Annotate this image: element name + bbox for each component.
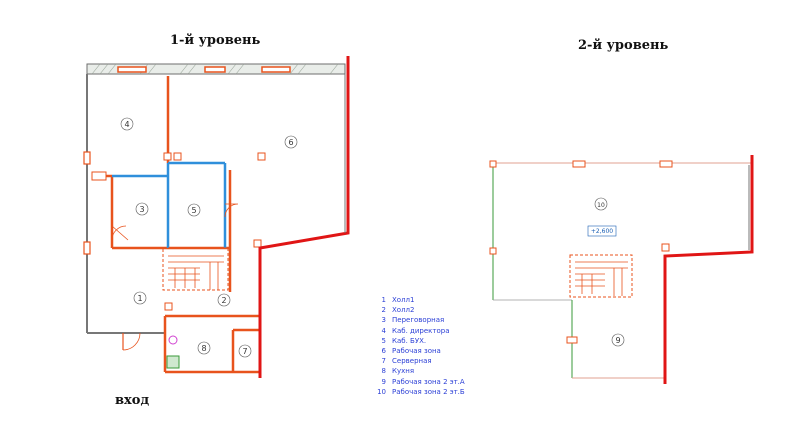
l2-room10-circle xyxy=(594,197,608,211)
l1-room6-text: 6 xyxy=(288,138,293,147)
l1-room3-circle xyxy=(135,202,149,216)
l2-room10-label: 10 xyxy=(594,197,608,211)
l2-staircase xyxy=(569,254,633,298)
l2-room10-text: 10 xyxy=(597,202,605,209)
legend-row: 9 Рабочая зона 2 эт.А xyxy=(372,377,482,387)
l2-elevation-text: +2,600 xyxy=(591,228,613,235)
level2-title: 2-й уровень xyxy=(578,38,669,53)
l2-room9-text: 9 xyxy=(615,336,620,345)
legend-num: 9 xyxy=(381,377,386,386)
legend-name: Рабочая зона xyxy=(392,347,441,356)
l1-room3-label: 3 xyxy=(135,202,149,216)
l1-door-room3 xyxy=(111,225,129,241)
l2-elevation-box xyxy=(587,225,617,237)
entrance-label: вход xyxy=(115,393,150,408)
l1-exterior-red-wall xyxy=(258,56,350,378)
legend-name: Холл2 xyxy=(392,306,415,315)
l1-room6-circle xyxy=(284,135,298,149)
l1-room2-circle xyxy=(217,293,231,307)
l1-room4-text: 4 xyxy=(124,120,129,129)
l1-room3-text: 3 xyxy=(139,205,144,214)
legend-row: 2 Холл2 xyxy=(372,305,482,315)
l1-door-room5 xyxy=(224,203,239,218)
l1-room7-text: 7 xyxy=(242,347,247,356)
l1-kitchen-fixture xyxy=(166,355,180,369)
l1-room1-text: 1 xyxy=(137,294,142,303)
legend-num: 8 xyxy=(381,367,386,376)
l1-window-2 xyxy=(204,66,226,73)
legend-name: Каб. БУХ. xyxy=(392,336,427,345)
legend-num: 1 xyxy=(381,296,386,304)
legend-num: 10 xyxy=(377,387,386,396)
legend-row: 7 Серверная xyxy=(372,356,482,366)
legend-num: 4 xyxy=(381,326,386,335)
l1-sink xyxy=(168,335,178,345)
l1-left-window-2 xyxy=(83,241,91,255)
legend-num: 6 xyxy=(381,347,386,356)
l1-glass-partitions xyxy=(112,161,227,248)
level1-title: 1-й уровень xyxy=(170,33,261,48)
legend-name: Холл1 xyxy=(392,296,415,304)
l1-room2-text: 2 xyxy=(221,296,226,305)
legend-name: Переговорная xyxy=(392,316,445,325)
l1-room6-label: 6 xyxy=(284,135,298,149)
legend-name: Серверная xyxy=(392,357,432,366)
l2-exterior-red-wall xyxy=(663,155,754,384)
l1-room2-label: 2 xyxy=(217,293,231,307)
legend-row: 6 Рабочая зона xyxy=(372,346,482,356)
l1-door-left xyxy=(91,171,107,181)
legend-row: 1 Холл1 xyxy=(372,295,482,305)
level1-plan: 4 6 3 5 1 2 8 7 xyxy=(83,56,350,378)
l1-window-1 xyxy=(117,66,147,73)
l1-room4-circle xyxy=(120,117,134,131)
room-legend: 1 Холл1 2 Холл2 3 Переговорная 4 Каб. директ… xyxy=(372,295,482,397)
legend-num: 2 xyxy=(381,306,386,315)
l1-entrance-door-swing xyxy=(122,332,141,351)
legend-num: 3 xyxy=(381,316,386,325)
legend-row: 5 Каб. БУХ. xyxy=(372,336,482,346)
l1-stair-steps xyxy=(168,255,224,290)
l1-room7-label: 7 xyxy=(238,344,252,358)
l2-columns xyxy=(489,160,673,344)
l1-room4-label: 4 xyxy=(120,117,134,131)
l1-room5-label: 5 xyxy=(187,203,201,217)
l2-room9-label: 9 xyxy=(611,333,625,347)
legend-row: 10 Рабочая зона 2 эт.Б xyxy=(372,387,482,397)
legend-num: 5 xyxy=(381,336,386,345)
legend-name: Рабочая зона 2 эт.Б xyxy=(392,387,465,396)
l1-window-3 xyxy=(261,66,291,73)
legend-name: Каб. директора xyxy=(392,326,450,335)
legend-row: 8 Кухня xyxy=(372,366,482,376)
l1-staircase xyxy=(162,247,229,291)
legend-name: Рабочая зона 2 эт.А xyxy=(392,377,465,386)
l2-room9-circle xyxy=(611,333,625,347)
l1-interior-walls xyxy=(92,76,262,374)
legend-num: 7 xyxy=(381,357,386,366)
l1-room5-circle xyxy=(187,203,201,217)
l1-room8-label: 8 xyxy=(197,341,211,355)
l1-left-window-1 xyxy=(83,151,91,165)
level2-plan: +2,600 10 9 xyxy=(489,155,754,384)
l1-room5-text: 5 xyxy=(191,206,196,215)
l2-stair-steps xyxy=(575,261,628,296)
legend-row: 3 Переговорная xyxy=(372,315,482,325)
l1-room1-label: 1 xyxy=(133,291,147,305)
legend-name: Кухня xyxy=(392,367,415,376)
l1-room8-text: 8 xyxy=(201,344,206,353)
l1-columns xyxy=(163,152,266,311)
legend-row: 4 Каб. директора xyxy=(372,326,482,336)
l1-room1-circle xyxy=(133,291,147,305)
l1-room8-circle xyxy=(197,341,211,355)
l1-room7-circle xyxy=(238,344,252,358)
